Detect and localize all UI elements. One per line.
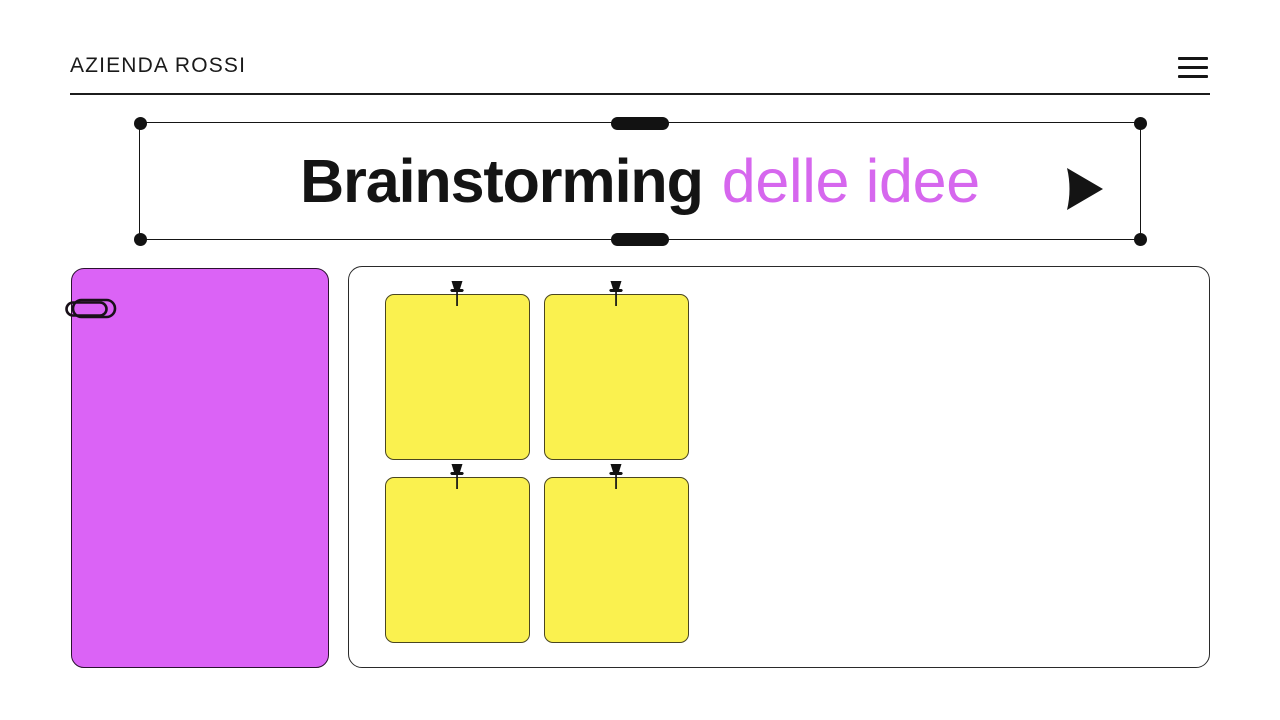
resize-handle-top-center[interactable] <box>611 116 669 130</box>
title-main-text: Brainstorming <box>300 147 704 215</box>
sticky-note[interactable] <box>385 477 530 643</box>
hamburger-menu-icon[interactable] <box>1176 54 1210 84</box>
pushpin-icon <box>606 281 626 313</box>
pushpin-icon <box>447 464 467 496</box>
page-title[interactable]: Brainstorming delle idee <box>140 123 1140 239</box>
resize-handle-bottom-center[interactable] <box>611 232 669 246</box>
hamburger-line <box>1178 57 1208 60</box>
resize-handle-top-right[interactable] <box>1133 116 1147 130</box>
paperclip-icon[interactable] <box>64 296 120 322</box>
page-header: AZIENDA ROSSI <box>70 46 1210 95</box>
resize-handle-top-left[interactable] <box>133 116 147 130</box>
title-accent-text: delle idee <box>721 147 980 215</box>
hamburger-line <box>1178 66 1208 69</box>
hamburger-line <box>1178 75 1208 78</box>
sticky-note[interactable] <box>385 294 530 460</box>
left-color-panel[interactable] <box>71 268 329 668</box>
sticky-note[interactable] <box>544 294 689 460</box>
sticky-note[interactable] <box>544 477 689 643</box>
mouse-pointer-arrow-icon <box>1063 166 1107 212</box>
pushpin-icon <box>606 464 626 496</box>
title-selection-box[interactable]: Brainstorming delle idee <box>133 116 1147 246</box>
pushpin-icon <box>447 281 467 313</box>
header-divider <box>70 93 1210 95</box>
brand-title: AZIENDA ROSSI <box>70 54 247 77</box>
resize-handle-bottom-left[interactable] <box>133 232 147 246</box>
resize-handle-bottom-right[interactable] <box>1133 232 1147 246</box>
